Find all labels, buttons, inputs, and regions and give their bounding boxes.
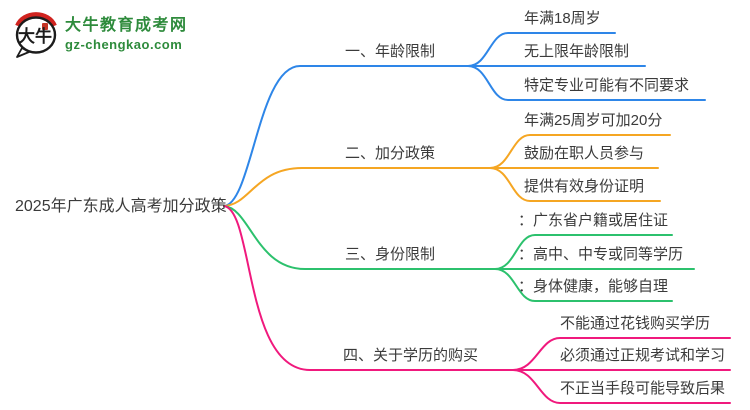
branch-1-line xyxy=(223,65,469,207)
branch-3-child-1[interactable]: ：广东省户籍或居住证 xyxy=(518,212,669,229)
logo-domain: gz-chengkao.com xyxy=(65,37,183,52)
branch-4-label[interactable]: 四、关于学历的购买 xyxy=(343,347,479,364)
branch-1-child-1[interactable]: 年满18周岁 xyxy=(524,10,601,27)
branch-4-child-1[interactable]: 不能通过花钱购买学历 xyxy=(560,315,711,332)
branch-2-child-2[interactable]: 鼓励在职人员参与 xyxy=(524,145,645,162)
branch-1-child-1-line xyxy=(467,32,616,67)
branch-3-label[interactable]: 三、身份限制 xyxy=(345,246,436,263)
branch-3-child-3[interactable]: ：身体健康，能够自理 xyxy=(518,278,669,295)
site-logo: 大牛 大牛教育成考网 gz-chengkao.com xyxy=(14,10,188,58)
branch-3-line xyxy=(223,205,496,270)
branch-2-child-1[interactable]: 年满25周岁可加20分 xyxy=(524,112,663,129)
logo-text-block: 大牛教育成考网 gz-chengkao.com xyxy=(65,10,188,52)
branch-4-line xyxy=(223,205,514,371)
logo-bubble-icon: 大牛 xyxy=(15,12,57,58)
branch-3-child-1-line xyxy=(494,234,673,270)
branch-2-line xyxy=(223,167,491,207)
branch-1-child-3-line xyxy=(467,65,706,101)
branch-3-child-2[interactable]: ：高中、中专或同等学历 xyxy=(518,246,684,263)
branch-4-child-2[interactable]: 必须通过正规考试和学习 xyxy=(560,347,726,364)
branch-3-child-3-line xyxy=(494,268,673,302)
branch-1-label[interactable]: 一、年龄限制 xyxy=(345,43,436,60)
branch-4-child-1-line xyxy=(512,337,731,371)
branch-1-child-3[interactable]: 特定专业可能有不同要求 xyxy=(524,77,690,94)
branch-1-child-2[interactable]: 无上限年龄限制 xyxy=(524,43,630,60)
branch-2-child-3[interactable]: 提供有效身份证明 xyxy=(524,178,645,195)
logo-icon-text: 大牛 xyxy=(18,26,52,46)
branch-2-child-1-line xyxy=(489,134,671,169)
branch-4-child-3[interactable]: 不正当手段可能导致后果 xyxy=(560,380,726,397)
root-node[interactable]: 2025年广东成人高考加分政策 xyxy=(15,198,227,215)
logo-title: 大牛教育成考网 xyxy=(65,17,188,34)
branch-2-child-3-line xyxy=(489,167,661,202)
branch-4-child-3-line xyxy=(512,369,731,404)
branch-2-label[interactable]: 二、加分政策 xyxy=(345,145,436,162)
